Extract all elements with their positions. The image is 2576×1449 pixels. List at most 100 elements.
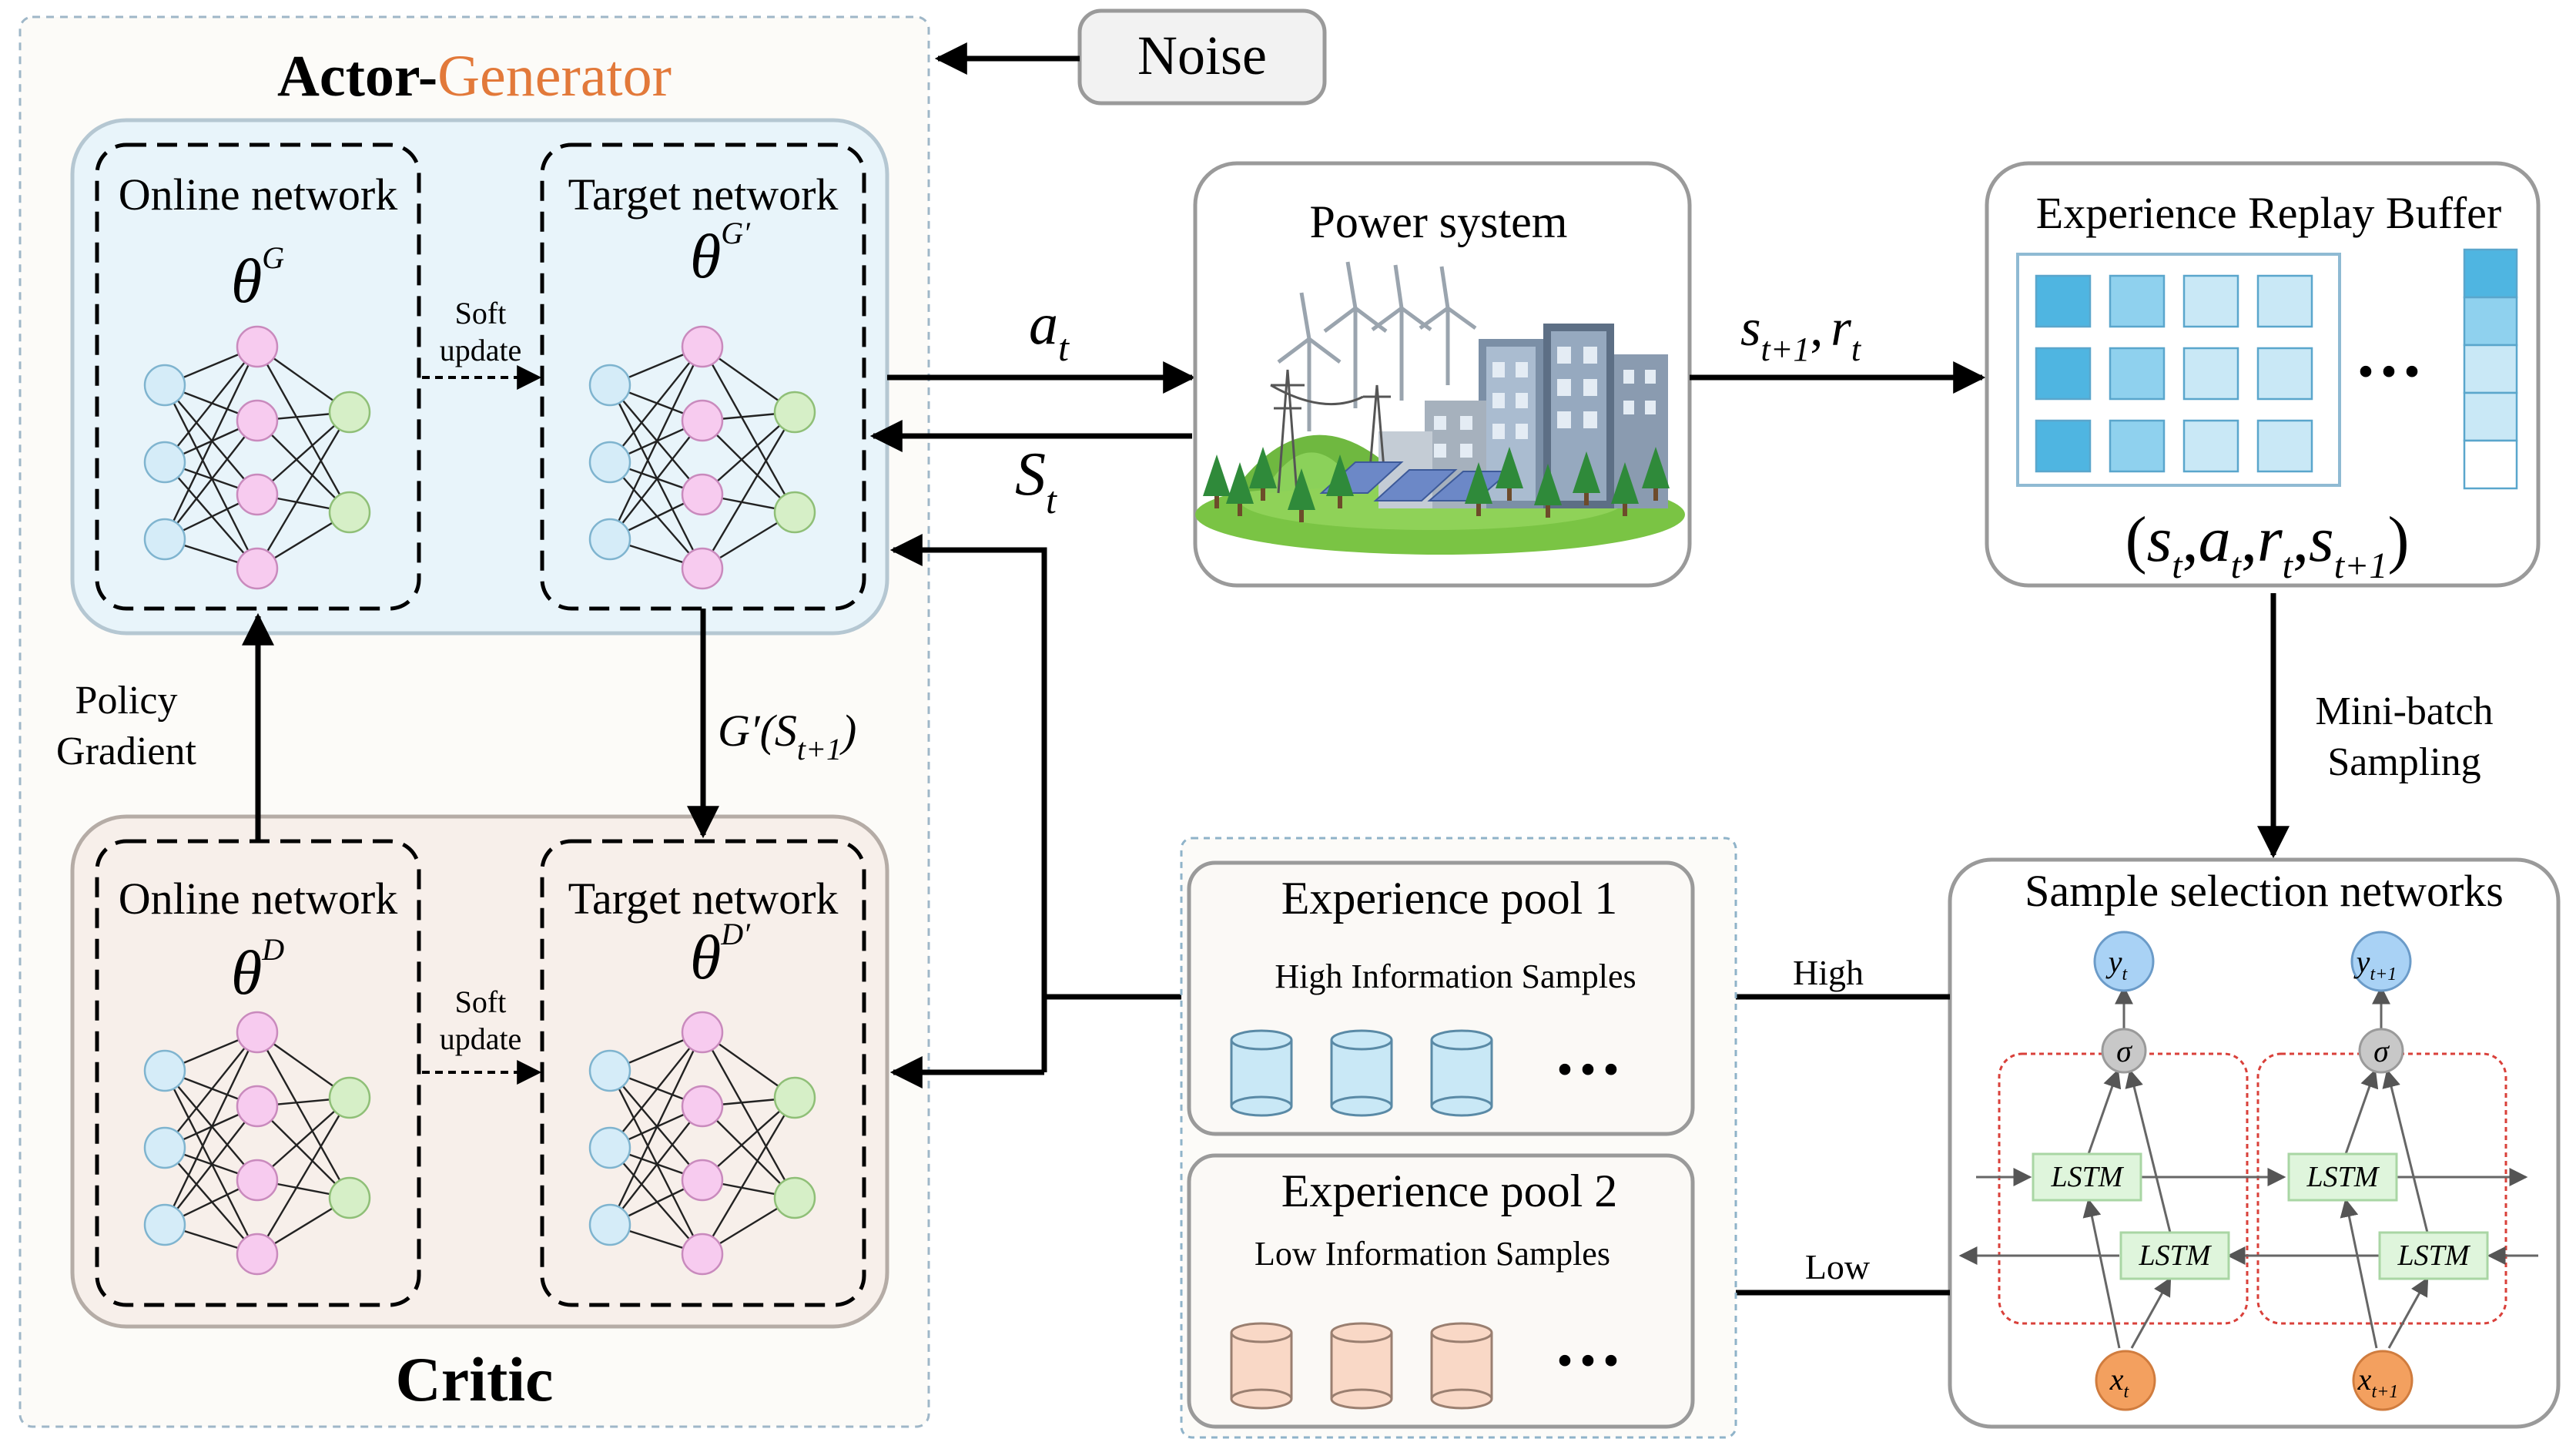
nn-edge <box>256 346 351 513</box>
replay-buffer-ellipsis: ··· <box>2354 334 2424 410</box>
lstm-fwd-to-sigma-t <box>2087 1068 2122 1155</box>
nn-edge <box>701 346 796 513</box>
pool1-subtitle: High Information Samples <box>1275 958 1636 995</box>
critic-target-network-box <box>540 839 866 1307</box>
nn-output-node <box>328 391 371 434</box>
g-prime-label: G′(St+1) <box>718 706 856 766</box>
buffer-cell <box>2109 347 2166 401</box>
nn-edge <box>701 1097 796 1255</box>
nn-hidden-node <box>681 1011 724 1054</box>
nn-output-node <box>773 1076 816 1119</box>
buffer-column-cell <box>2463 296 2518 347</box>
cylinder-body <box>1332 1040 1392 1106</box>
noise-label: Noise <box>1137 25 1267 86</box>
actor-online-neural-net <box>143 325 371 590</box>
buffer-cell <box>2182 274 2239 328</box>
nn-input-node <box>588 1126 631 1169</box>
nn-output-node <box>773 391 816 434</box>
nn-edge <box>164 1070 258 1181</box>
nn-input-node <box>143 364 186 407</box>
x-t-to-lstm-fwd <box>2082 1198 2121 1349</box>
tree-trunk <box>1476 501 1481 516</box>
nn-edge <box>701 1031 796 1199</box>
buffer-cell <box>2256 274 2313 328</box>
lstm-bwd-t1-label: LSTM <box>2397 1239 2471 1272</box>
buffer-cell <box>2182 419 2239 473</box>
nn-input-node <box>143 441 186 484</box>
y-t-node <box>2093 931 2155 992</box>
cylinder-body <box>1432 1040 1492 1106</box>
actor-online-network-label: Online network <box>119 169 397 220</box>
tree-crown <box>1326 454 1354 496</box>
nn-output-node <box>328 491 371 534</box>
tree-trunk <box>1261 485 1265 501</box>
actor-target-neural-net <box>588 325 816 590</box>
tree-crown <box>1642 447 1670 488</box>
nn-edge <box>256 1105 350 1199</box>
nn-input-node <box>588 1049 631 1092</box>
lstm-fwd-t1-label: LSTM <box>2306 1161 2380 1193</box>
nn-edge <box>701 411 796 569</box>
sample-selection-title: Sample selection networks <box>2025 866 2504 916</box>
nn-hidden-node <box>236 1159 279 1202</box>
nn-edge <box>164 420 258 540</box>
nn-input-node <box>143 1203 186 1246</box>
nn-edge <box>702 1105 796 1199</box>
nn-hidden-node <box>681 547 724 590</box>
nn-edge <box>164 1105 258 1226</box>
nn-hidden-node <box>236 399 279 442</box>
nn-output-node <box>328 1176 371 1219</box>
critic-online-neural-net <box>143 1011 371 1276</box>
nn-edge <box>702 420 796 513</box>
nn-input-node <box>588 518 631 561</box>
cylinder-bottom <box>1430 1388 1493 1410</box>
y-t1-node <box>2350 931 2412 992</box>
tree-trunk <box>1214 493 1219 508</box>
tree-trunk <box>1546 502 1550 518</box>
critic-online-network-label: Online network <box>119 874 397 924</box>
actor-generator-title: Actor-Generator <box>277 44 672 109</box>
cylinder-bottom <box>1230 1095 1293 1117</box>
buffer-column-cell <box>2463 439 2518 490</box>
nn-hidden-node <box>681 325 724 368</box>
cylinder-bottom <box>1430 1095 1493 1117</box>
tree-trunk <box>1653 485 1658 501</box>
tree-crown <box>1611 462 1639 504</box>
nn-edge <box>256 411 351 569</box>
sample-selection-box <box>1948 857 2561 1429</box>
cylinder-top <box>1230 1322 1293 1343</box>
y-t1-label: yt+1 <box>2353 944 2397 984</box>
nn-edge <box>609 461 703 569</box>
x-t-node <box>2095 1350 2156 1411</box>
nn-hidden-node <box>236 1233 279 1276</box>
nn-hidden-node <box>236 325 279 368</box>
nn-hidden-node <box>681 473 724 516</box>
nn-edge <box>608 1070 704 1255</box>
nn-input-node <box>143 1126 186 1169</box>
nn-edge <box>256 1031 351 1199</box>
x-t1-node <box>2352 1350 2414 1411</box>
nn-edge <box>163 346 259 540</box>
power-system-illustration <box>1195 261 1685 555</box>
buffer-cell <box>2109 419 2166 473</box>
nn-edge <box>609 1031 703 1149</box>
x-t-to-lstm-bwd <box>2130 1276 2172 1349</box>
buffer-column-cell <box>2463 391 2518 442</box>
nn-edge <box>163 384 259 569</box>
cylinder-top <box>1430 1029 1493 1051</box>
lstm-bwd-to-sigma-t1 <box>2382 1068 2429 1233</box>
nn-edge <box>164 461 258 569</box>
nn-input-node <box>588 364 631 407</box>
nn-edge <box>609 1105 703 1226</box>
lstm-bwd-t1-box <box>2378 1231 2489 1280</box>
nn-edge <box>164 1147 258 1255</box>
nn-input-node <box>143 518 186 561</box>
buffer-cell <box>2109 274 2166 328</box>
tree-crown <box>1465 462 1492 504</box>
pool2-ellipsis: ··· <box>1553 1323 1623 1399</box>
next-state-reward-label: st+1,rt <box>1740 298 1862 368</box>
nn-output-node <box>328 1076 371 1119</box>
sigma-t1-node <box>2358 1028 2404 1074</box>
